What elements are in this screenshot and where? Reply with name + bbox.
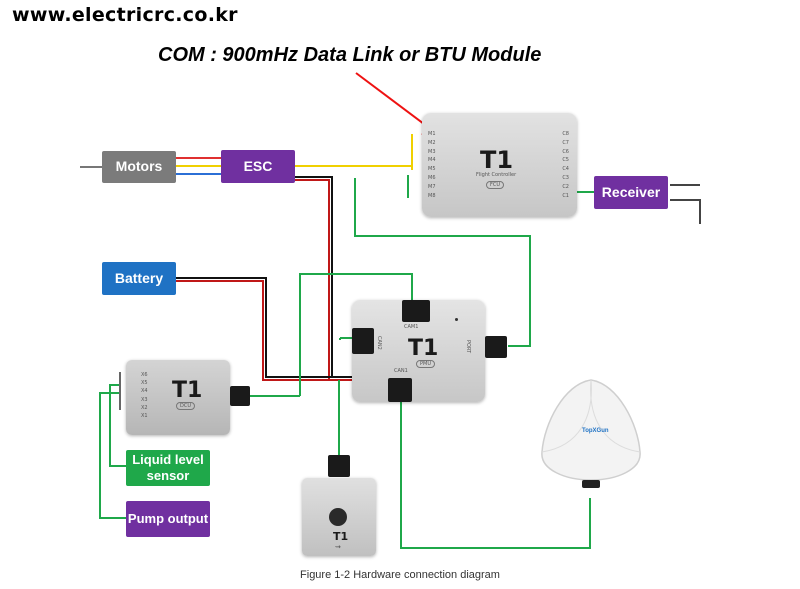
pmu-module: CAM1 CAN2 PORT T1 PMU CAN1 (352, 300, 485, 402)
pmu-led (455, 318, 458, 321)
fc-pmu-wire (354, 178, 531, 347)
usb-module: T1 ⇝ (302, 478, 376, 556)
motors-box: Motors (102, 151, 176, 183)
gps-module: TopXGun (536, 376, 646, 492)
fc-pin: M1 (428, 131, 436, 137)
fc-brand: T1 (480, 146, 514, 174)
dcu-brand: T1 (172, 378, 203, 403)
dcu-pin: X2 (141, 404, 148, 411)
fc-pin: M4 (428, 157, 436, 164)
fc-pin: M3 (428, 148, 436, 155)
dcu-pins: X6 X5 X4 X3 X2 X1 (141, 371, 148, 420)
dcu-pin: X6 (141, 372, 148, 378)
dcu-liquid-wire (109, 384, 126, 467)
liquid-level-sensor-box: Liquid level sensor (126, 450, 210, 486)
pmu-top-connector (402, 300, 430, 322)
pmu-brand: T1 (408, 336, 439, 361)
fc-pin: C7 (562, 139, 569, 146)
dcu-module: X6 X5 X4 X3 X2 X1 T1 DCU (126, 360, 230, 435)
fc-pin: C3 (562, 174, 569, 181)
esc-box: ESC (221, 150, 295, 183)
pmu-left-connector (352, 328, 374, 354)
fc-pin: C2 (562, 183, 569, 190)
com-annotation: COM : 900mHz Data Link or BTU Module (158, 44, 542, 66)
dcu-badge: DCU (176, 402, 196, 410)
dcu-connector (230, 386, 250, 406)
pump-output-box: Pump output (126, 501, 210, 537)
fc-pin: C1 (562, 192, 569, 199)
esc-power-wire-black (295, 176, 352, 378)
dcu-pin: X1 (141, 413, 148, 420)
pmu-port-bottom: CAN1 (394, 368, 408, 374)
fc-subtitle: Flight Controller (476, 172, 517, 178)
dcu-pump-wire (99, 392, 126, 519)
receiver-box: Receiver (594, 176, 668, 209)
fc-pin: C5 (562, 157, 569, 164)
battery-wire-red (176, 280, 329, 381)
fc-pin: M5 (428, 166, 436, 173)
flight-controller-module: M1 M2 M3 M4 M5 M6 M7 M8 C8 C7 C6 C5 C4 C… (422, 113, 577, 217)
fc-pin: M8 (428, 192, 436, 199)
dcu-pin: X4 (141, 388, 148, 395)
fc-pin: C4 (562, 166, 569, 173)
fc-pin: C6 (562, 148, 569, 155)
usb-connector (328, 455, 350, 477)
fc-right-pins: C8 C7 C6 C5 C4 C3 C2 C1 (562, 130, 569, 200)
gps-brand: TopXGun (582, 428, 609, 434)
receiver-antenna-2 (670, 199, 701, 224)
fc-left-pins: M1 M2 M3 M4 M5 M6 M7 M8 (428, 130, 436, 200)
fc-pin: C8 (562, 131, 569, 137)
gps-dome-icon (541, 379, 641, 488)
pmu-badge: PMU (416, 360, 435, 368)
dcu-pin: X5 (141, 380, 148, 387)
pmu-gps-wire (400, 396, 591, 549)
esc-power-wire-red (295, 179, 352, 381)
dcu-pin: X3 (141, 396, 148, 403)
fc-badge: FCU (486, 181, 505, 189)
pmu-top-wire (299, 273, 413, 396)
battery-box: Battery (102, 262, 176, 295)
fc-pin: M2 (428, 139, 436, 146)
usb-symbol-icon: ⇝ (335, 543, 341, 551)
pmu-port-left: CAN2 (376, 336, 382, 350)
pmu-bottom-connector (388, 378, 412, 402)
usb-brand: T1 (333, 530, 349, 543)
pmu-right-connector (485, 336, 507, 358)
fc-pin: M6 (428, 174, 436, 181)
watermark-text: www.electricrc.co.kr (12, 4, 238, 26)
usb-port-icon (329, 508, 347, 526)
pmu-port-right: PORT (465, 340, 471, 354)
fc-pin: M7 (428, 183, 436, 190)
figure-caption: Figure 1-2 Hardware connection diagram (300, 569, 500, 581)
pmu-port-top: CAM1 (404, 324, 419, 330)
